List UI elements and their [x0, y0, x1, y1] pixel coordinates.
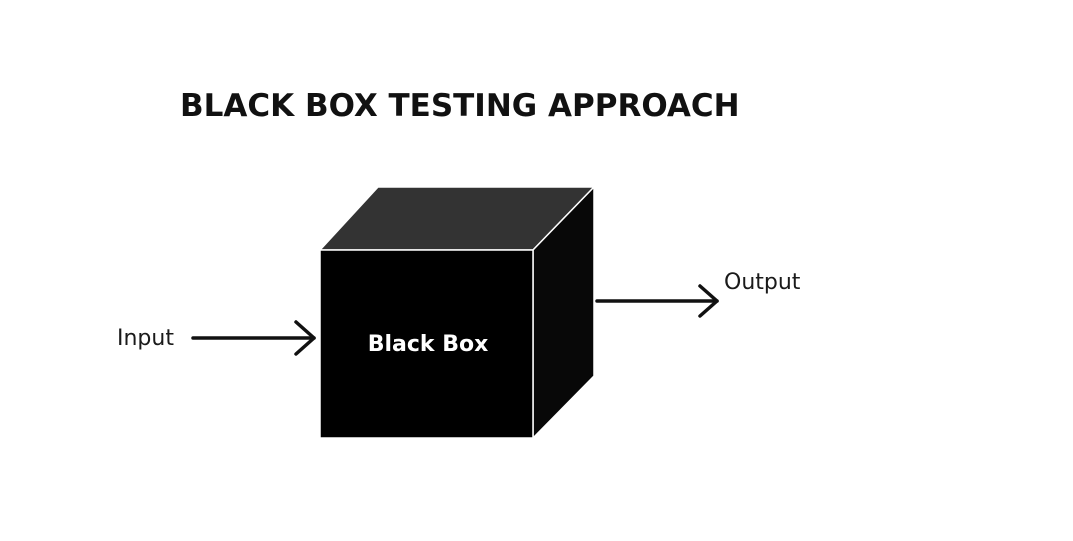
black-box-label: Black Box: [368, 332, 489, 357]
diagram-title: BLACK BOX TESTING APPROACH: [180, 88, 740, 124]
input-arrow: [191, 320, 316, 356]
output-arrow: [595, 284, 719, 318]
input-label: Input: [117, 326, 174, 351]
cube-front-face: [319, 249, 534, 439]
output-label: Output: [724, 270, 801, 295]
